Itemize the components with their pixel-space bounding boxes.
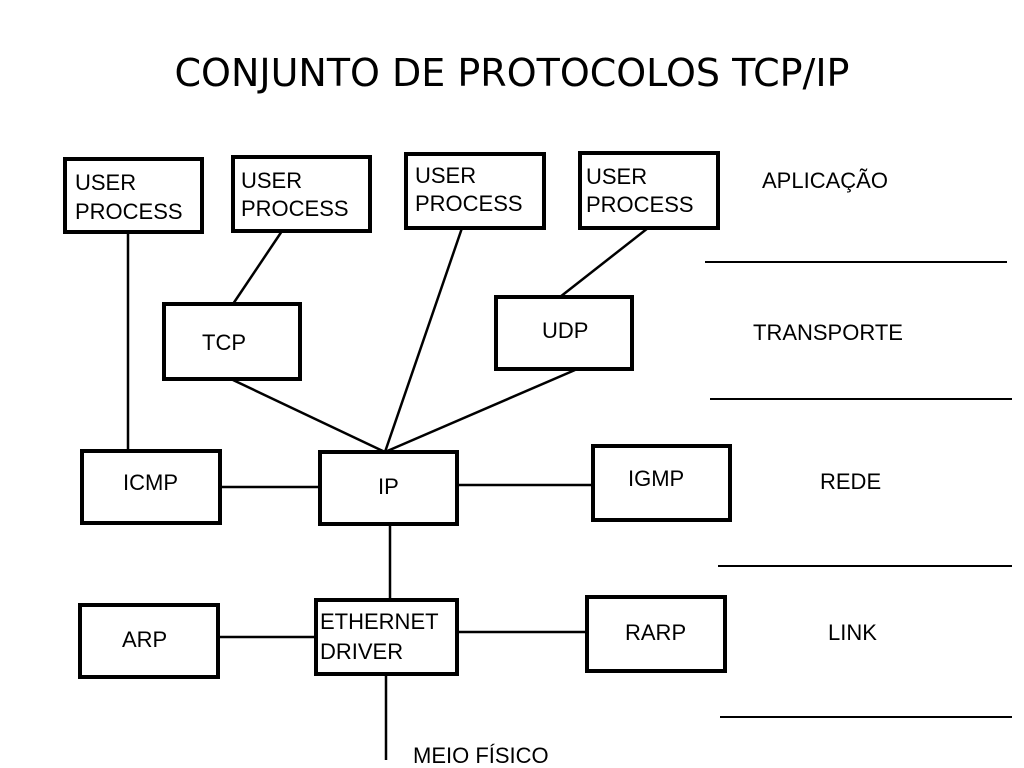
edge-tcp-ip bbox=[232, 378, 386, 454]
tcp-node: TCP bbox=[162, 302, 302, 381]
layer-label-application: APLICAÇÃO bbox=[762, 168, 888, 193]
udp-box bbox=[494, 295, 634, 371]
rarp-label: RARP bbox=[625, 620, 686, 645]
layer-label-network: REDE bbox=[820, 469, 881, 494]
page-title: CONJUNTO DE PROTOCOLOS TCP/IP bbox=[175, 51, 850, 95]
user-process-3-line1: USER bbox=[415, 163, 476, 188]
udp-node: UDP bbox=[494, 295, 634, 371]
edge-up3-ip bbox=[383, 227, 464, 453]
ethernet-driver-line2: DRIVER bbox=[320, 639, 403, 664]
user-process-1-line1: USER bbox=[75, 170, 136, 195]
ethernet-driver-box bbox=[314, 598, 459, 676]
icmp-box bbox=[80, 449, 222, 525]
arp-box bbox=[78, 603, 220, 679]
icmp-label: ICMP bbox=[123, 470, 178, 495]
layer-labels: APLICAÇÃO TRANSPORTE REDE LINK bbox=[753, 168, 903, 645]
user-process-4-line2: PROCESS bbox=[586, 192, 694, 217]
user-process-3-line2: PROCESS bbox=[415, 191, 523, 216]
ip-label: IP bbox=[378, 474, 399, 499]
ip-node: IP bbox=[318, 450, 459, 526]
igmp-box bbox=[591, 444, 732, 522]
user-process-2-box bbox=[231, 155, 372, 233]
user-process-1-box bbox=[63, 157, 204, 234]
user-process-3-box bbox=[404, 152, 546, 230]
user-process-1: USER PROCESS bbox=[63, 157, 204, 234]
user-process-1-line2: PROCESS bbox=[75, 199, 183, 224]
udp-label: UDP bbox=[542, 318, 588, 343]
layer-separators bbox=[705, 261, 1012, 718]
rarp-node: RARP bbox=[585, 595, 727, 673]
ip-box bbox=[318, 450, 459, 526]
user-process-3: USER PROCESS bbox=[404, 152, 546, 230]
user-process-2: USER PROCESS bbox=[231, 155, 372, 233]
physical-medium-label: MEIO FÍSICO bbox=[413, 743, 549, 768]
edge-udp-ip bbox=[384, 368, 576, 454]
user-process-4-line1: USER bbox=[586, 164, 647, 189]
ethernet-driver-line1: ETHERNET bbox=[320, 609, 439, 634]
user-process-4-box bbox=[578, 151, 720, 230]
edge-up4-udp bbox=[559, 227, 649, 298]
igmp-node: IGMP bbox=[591, 444, 732, 522]
edges bbox=[126, 227, 649, 760]
tcp-label: TCP bbox=[202, 330, 246, 355]
rarp-box bbox=[585, 595, 727, 673]
user-process-4: USER PROCESS bbox=[578, 151, 720, 230]
user-process-2-line1: USER bbox=[241, 168, 302, 193]
edge-up2-tcp bbox=[231, 230, 284, 305]
arp-node: ARP bbox=[78, 603, 220, 679]
layer-label-link: LINK bbox=[828, 620, 877, 645]
tcp-box bbox=[162, 302, 302, 381]
igmp-label: IGMP bbox=[628, 466, 684, 491]
arp-label: ARP bbox=[122, 627, 167, 652]
ethernet-driver-node: ETHERNET DRIVER bbox=[314, 598, 459, 676]
layer-label-transport: TRANSPORTE bbox=[753, 320, 903, 345]
icmp-node: ICMP bbox=[80, 449, 222, 525]
user-process-2-line2: PROCESS bbox=[241, 196, 349, 221]
